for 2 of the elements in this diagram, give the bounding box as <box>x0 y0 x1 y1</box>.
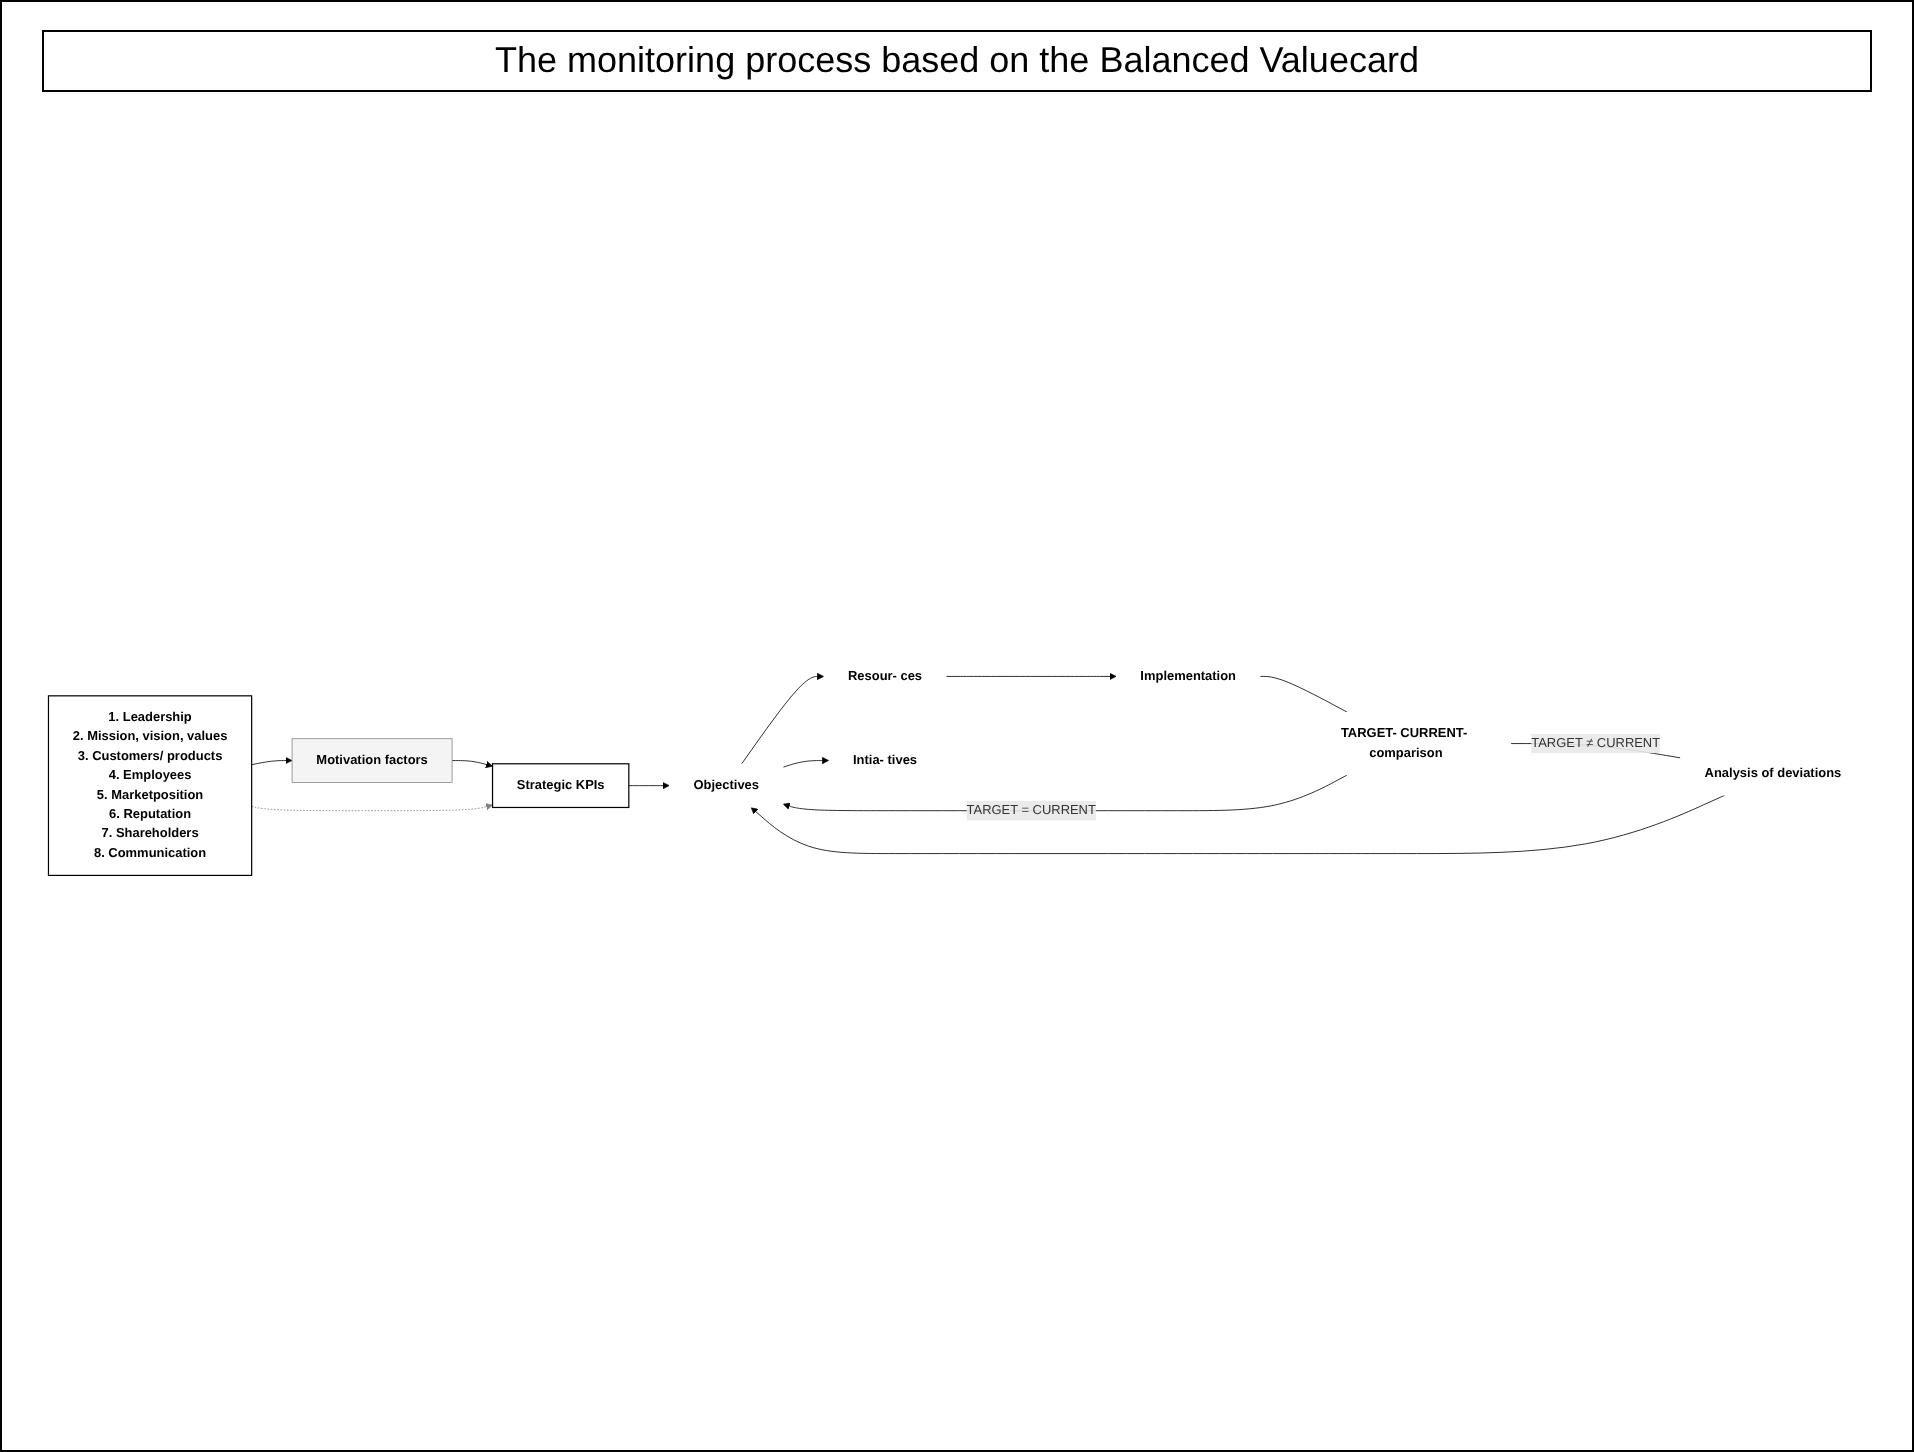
connector <box>1259 676 1348 713</box>
diagram-title: The monitoring process based on the Balanced Valuecard <box>42 30 1872 92</box>
